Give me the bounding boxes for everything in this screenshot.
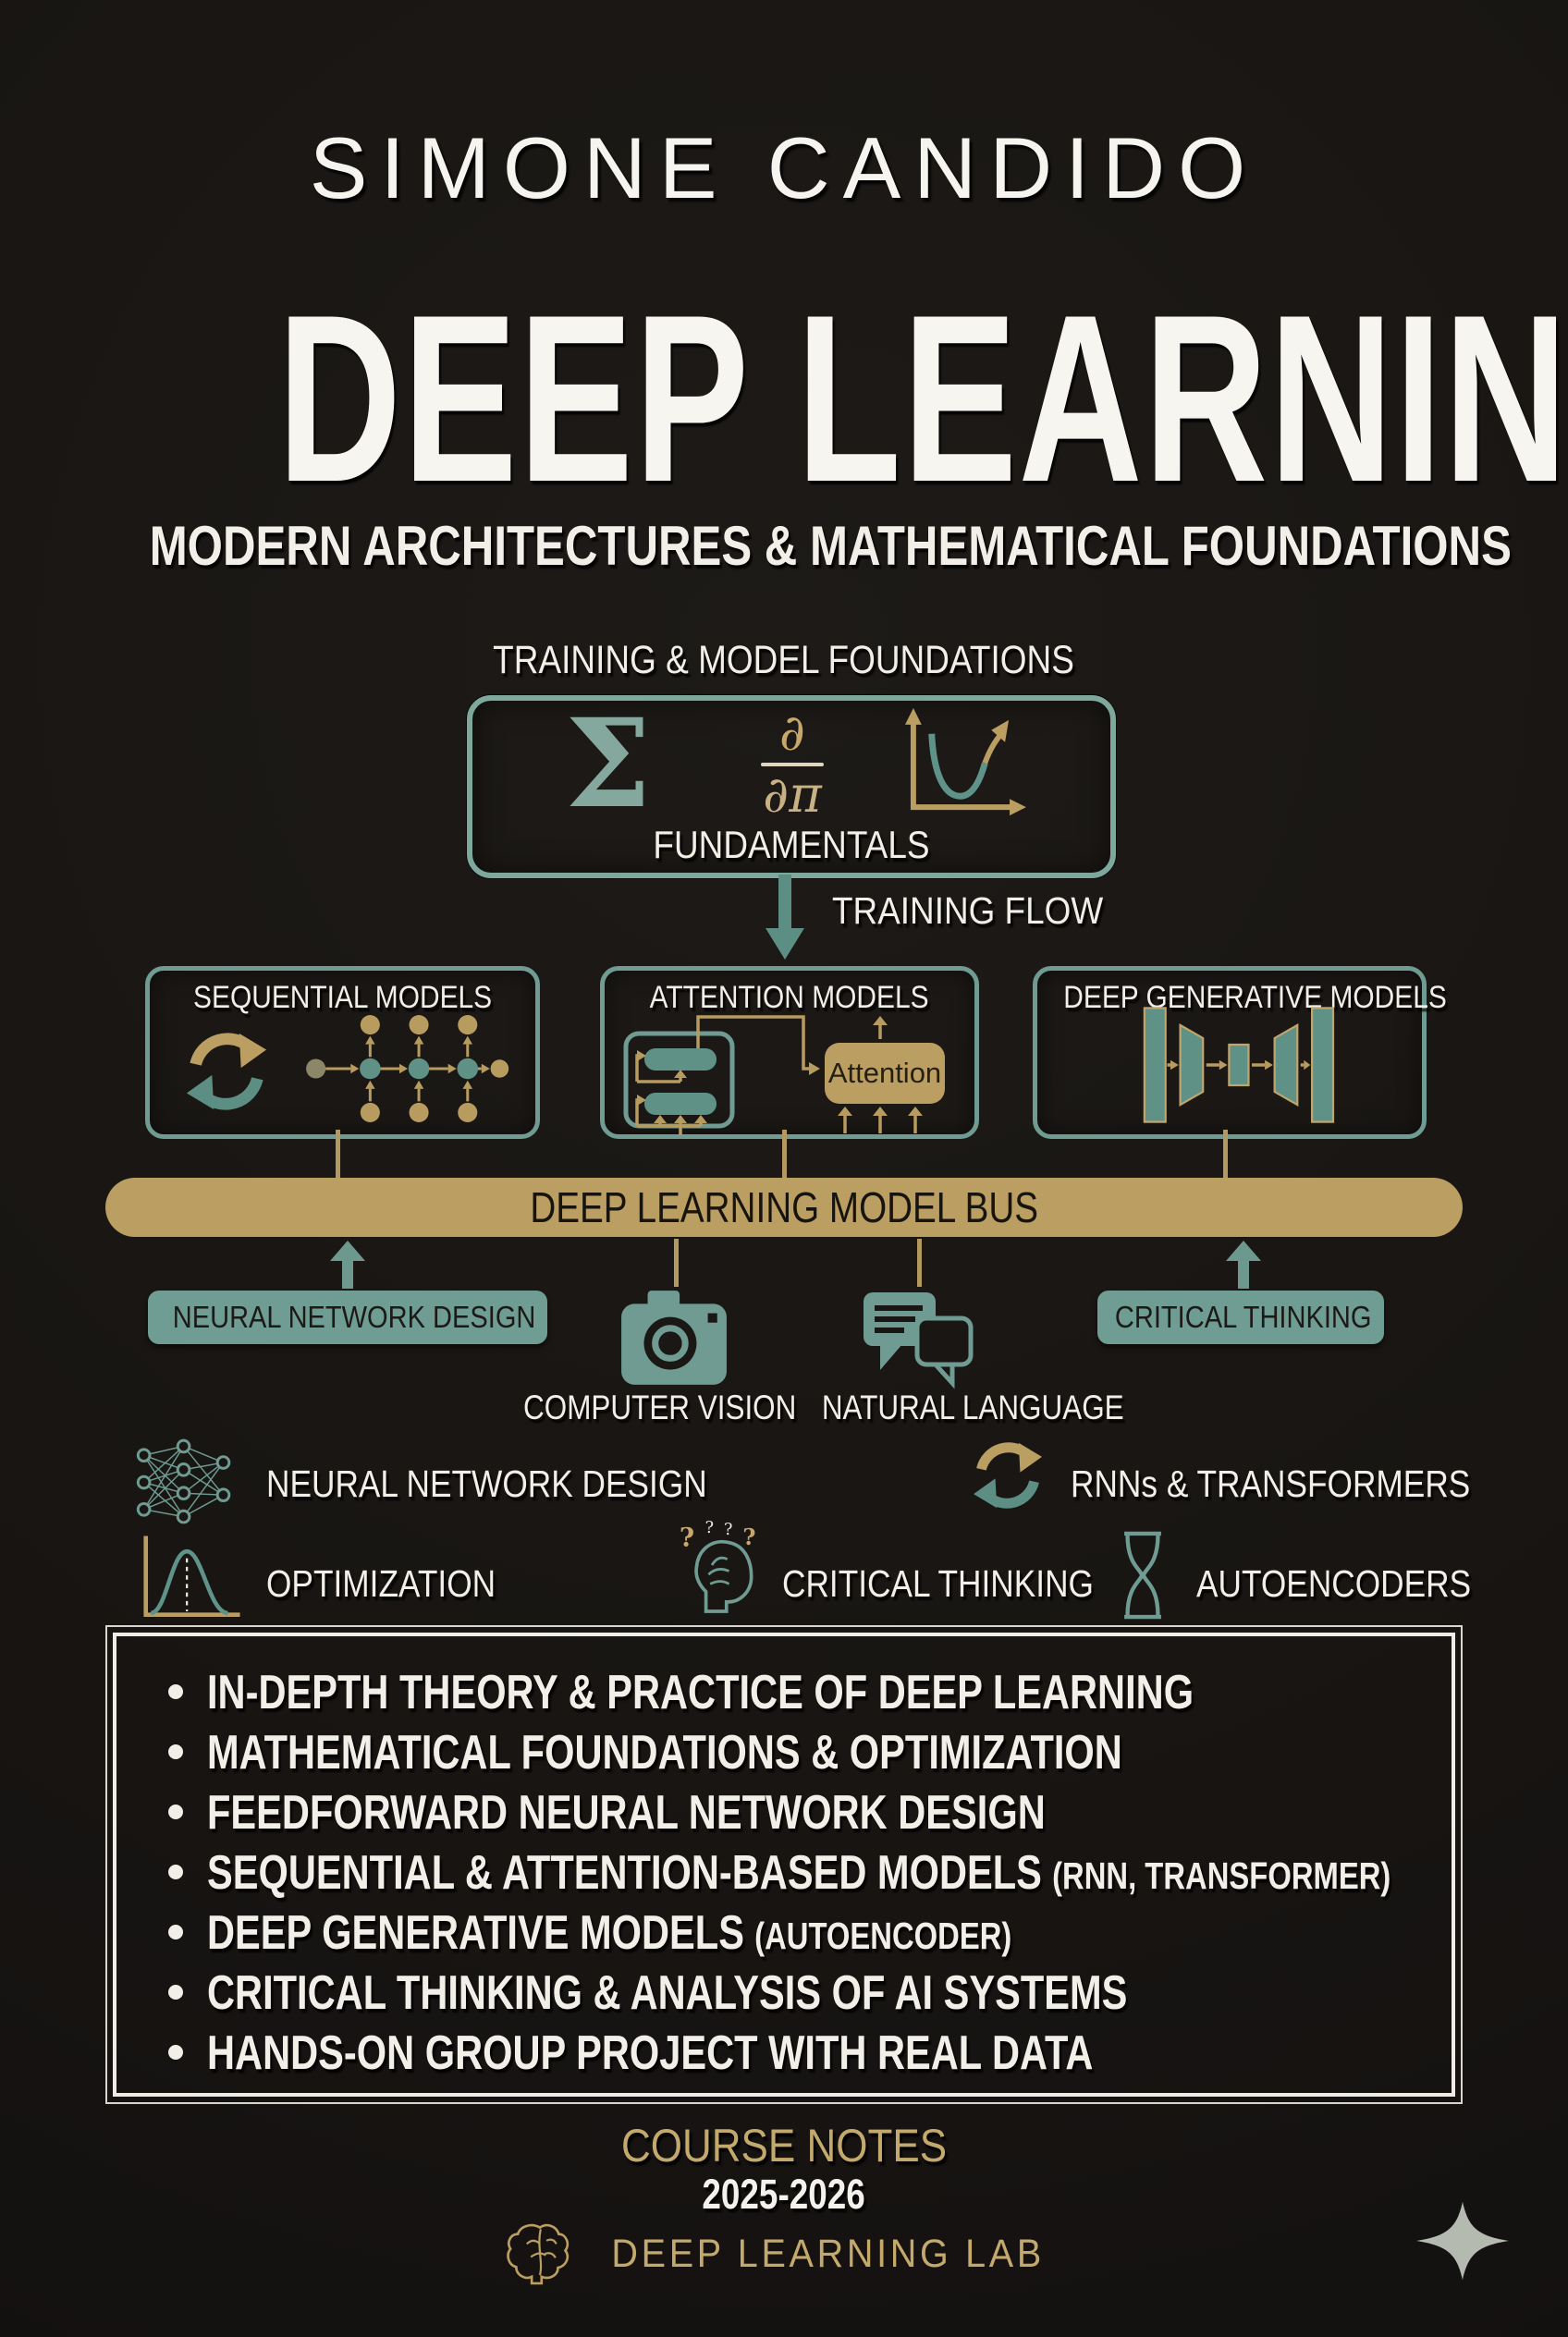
badge-neural-network-design: NEURAL NETWORK DESIGN: [148, 1291, 547, 1344]
natural-language-label: NATURAL LANGUAGE: [821, 1389, 1124, 1426]
topic-item: FEEDFORWARD NEURAL NETWORK DESIGN: [159, 1782, 1433, 1842]
topics-list: IN-DEPTH THEORY & PRACTICE OF DEEP LEARN…: [116, 1636, 1452, 2083]
topic-item: DEEP GENERATIVE MODELS(AUTOENCODER): [159, 1903, 1433, 1963]
bus-connector-center: [782, 1130, 787, 1178]
cycle-arrows-icon: [974, 1442, 1042, 1509]
model-box-sequential: SEQUENTIAL MODELS: [145, 966, 540, 1139]
legend-item-autoencoders: AUTOENCODERS: [1196, 1562, 1472, 1605]
neural-network-icon: [136, 1438, 231, 1524]
bus-connector-right: [1223, 1130, 1228, 1178]
book-subtitle: MODERN ARCHITECTURES & MATHEMATICAL FOUN…: [149, 515, 1512, 577]
book-title: DEEP LEARNING: [277, 264, 1568, 532]
fraction-bar: [761, 763, 824, 766]
lab-row: DEEP LEARNING LAB: [0, 2221, 1568, 2287]
autoencoder-icon: [1143, 1007, 1335, 1123]
bus-label: DEEP LEARNING MODEL BUS: [530, 1183, 1038, 1231]
up-arrow-icon: [330, 1241, 365, 1289]
topic-item: IN-DEPTH THEORY & PRACTICE OF DEEP LEARN…: [159, 1662, 1433, 1722]
training-flow-arrow-icon: [766, 875, 804, 960]
up-arrow-icon: [1226, 1241, 1261, 1289]
sparkle-icon: [1416, 2201, 1509, 2281]
model-box-attention: ATTENTION MODELS Att: [600, 966, 979, 1139]
cycle-arrows-icon: [186, 1033, 267, 1110]
legend-item-rnns-transformers: RNNs & TRANSFORMERS: [1071, 1462, 1471, 1505]
rnn-unroll-icon: [306, 1015, 509, 1122]
svg-text:?: ?: [705, 1521, 714, 1537]
svg-text:?: ?: [680, 1523, 694, 1553]
loss-curve-icon: [904, 708, 1026, 816]
training-flow-label: TRAINING FLOW: [832, 889, 1104, 932]
lab-name: DEEP LEARNING LAB: [611, 2231, 1046, 2276]
partial-denominator: ∂π: [763, 765, 822, 824]
partial-derivative-symbol: ∂ ∂π: [748, 708, 837, 820]
attention-flow-icon: [623, 1015, 923, 1135]
badge-critical-thinking: CRITICAL THINKING: [1097, 1291, 1384, 1344]
sequential-models-title: SEQUENTIAL MODELS: [192, 980, 493, 1015]
edition-years: 2025-2026: [702, 2171, 866, 2218]
sigma-symbol: Σ: [565, 692, 652, 836]
legend-item-neural-network-design: NEURAL NETWORK DESIGN: [266, 1462, 707, 1505]
thinking-head-icon: ? ? ? ?: [680, 1521, 755, 1613]
foundations-header: TRAINING & MODEL FOUNDATIONS: [493, 638, 1075, 682]
svg-text:?: ?: [724, 1521, 732, 1539]
brain-icon: [507, 2223, 570, 2285]
computer-vision-label: COMPUTER VISION: [523, 1389, 797, 1426]
partial-numerator: ∂: [779, 704, 805, 762]
hourglass-icon: [1124, 1531, 1161, 1620]
legend-item-optimization: OPTIMIZATION: [266, 1562, 496, 1605]
legend-item-critical-thinking: CRITICAL THINKING: [782, 1562, 1094, 1605]
fundamentals-box: Σ ∂ ∂π FUNDAMENTALS: [467, 692, 1116, 878]
attention-chip: Attention: [825, 1043, 945, 1104]
chat-bubbles-icon: [864, 1292, 974, 1389]
bus-drop-line-chat: [917, 1239, 922, 1287]
bus-drop-line-camera: [674, 1239, 679, 1287]
topic-item: HANDS-ON GROUP PROJECT WITH REAL DATA: [159, 2023, 1433, 2083]
gaussian-curve-icon: [143, 1536, 240, 1618]
camera-icon: [621, 1291, 727, 1385]
topic-item: SEQUENTIAL & ATTENTION-BASED MODELS(RNN,…: [159, 1842, 1433, 1903]
fundamentals-label: FUNDAMENTALS: [653, 823, 930, 866]
svg-text:?: ?: [742, 1523, 755, 1550]
deep-generative-models-title: DEEP GENERATIVE MODELS: [1063, 980, 1447, 1015]
topics-box: IN-DEPTH THEORY & PRACTICE OF DEEP LEARN…: [105, 1625, 1463, 2104]
bus-connector-left: [336, 1130, 340, 1178]
course-notes-label: COURSE NOTES: [620, 2120, 948, 2172]
model-bus: DEEP LEARNING MODEL BUS: [105, 1178, 1463, 1237]
author-name: SIMONE CANDIDO: [309, 119, 1259, 216]
topic-item: CRITICAL THINKING & ANALYSIS OF AI SYSTE…: [159, 1963, 1433, 2023]
model-box-generative: DEEP GENERATIVE MODELS: [1033, 966, 1447, 1139]
topic-item: MATHEMATICAL FOUNDATIONS & OPTIMIZATION: [159, 1722, 1433, 1782]
attention-models-title: ATTENTION MODELS: [649, 980, 929, 1015]
